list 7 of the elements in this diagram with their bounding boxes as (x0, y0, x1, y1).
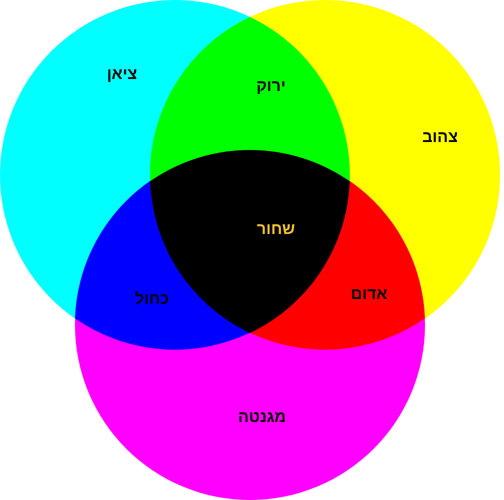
region-label: צהוב (422, 129, 458, 147)
region-label: שחור (256, 221, 296, 239)
region-label: כחול (134, 290, 169, 309)
region-label: אדום (350, 286, 388, 304)
region-label: מגנטה (238, 409, 286, 427)
region-label: ציאן (106, 66, 138, 84)
region-label: ירוק (256, 78, 286, 96)
